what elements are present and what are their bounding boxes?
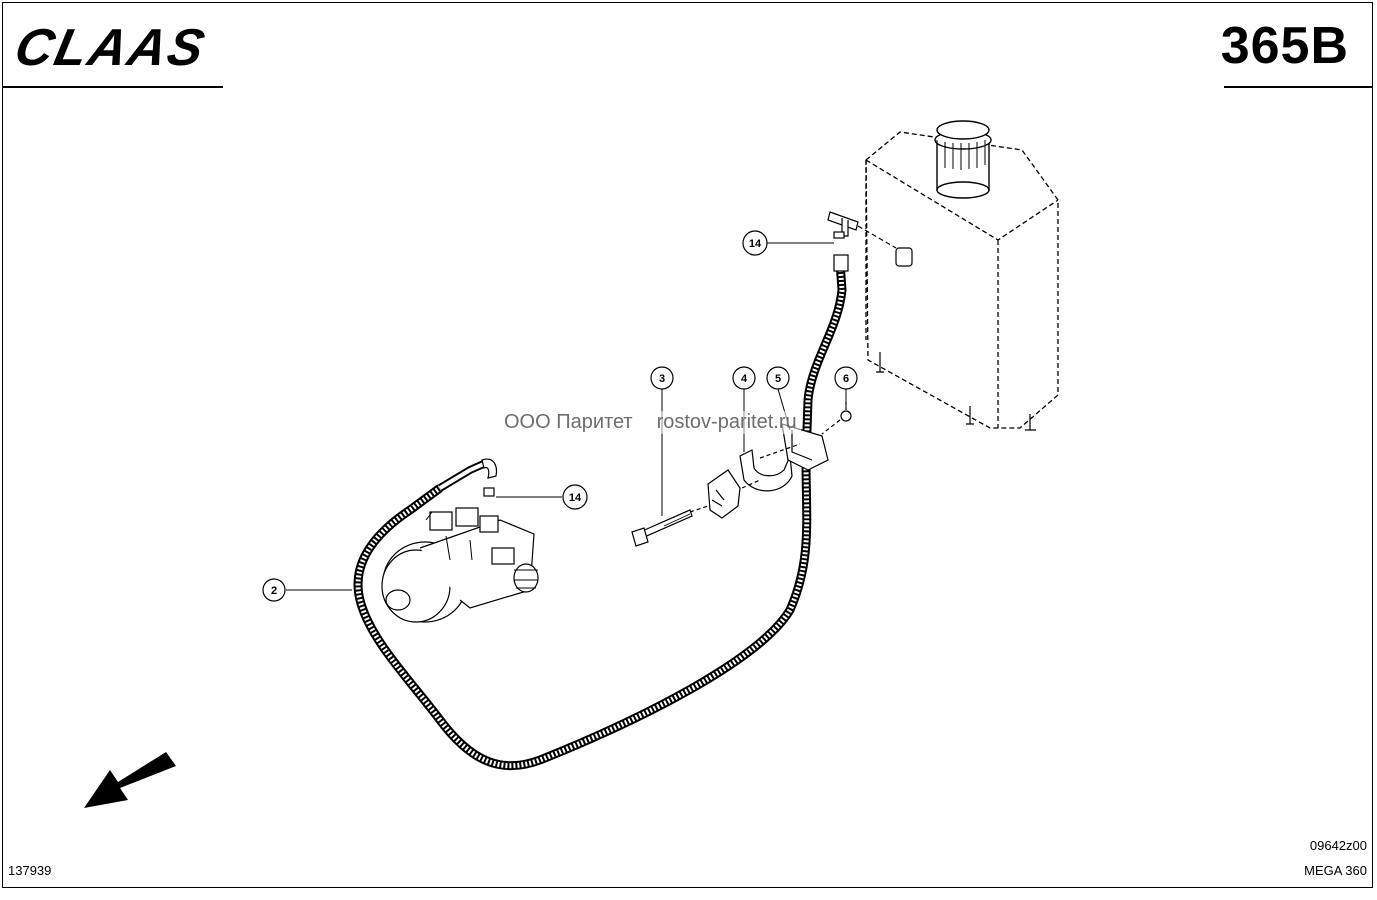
svg-text:5: 5 (775, 373, 781, 385)
steering-pump (381, 507, 539, 623)
nut (821, 402, 852, 435)
callout-4: 4 (732, 366, 756, 390)
doc-code: 09642z00 (1309, 838, 1367, 853)
callout-6: 6 (834, 366, 858, 390)
header-rule-right (1224, 86, 1373, 88)
page-number: 365B (1220, 17, 1349, 75)
watermark-site: rostov-paritet.ru (656, 411, 797, 433)
callout-5: 5 (766, 366, 790, 390)
t-fitting-top (827, 211, 897, 249)
svg-text:2: 2 (271, 585, 277, 597)
direction-arrow-icon (84, 752, 176, 808)
callout-14-top: 14 (742, 230, 768, 256)
svg-text:14: 14 (569, 492, 582, 504)
svg-text:14: 14 (749, 238, 762, 250)
svg-text:6: 6 (843, 373, 849, 385)
reservoir-tank (865, 131, 1059, 429)
bolt (631, 509, 693, 547)
callout-2: 2 (262, 578, 286, 602)
watermark-company: ООО Паритет (504, 411, 633, 433)
reservoir-cap (934, 120, 992, 199)
drawing-number: 137939 (8, 863, 52, 878)
clamp (707, 449, 793, 519)
callout-14-bottom: 14 (562, 484, 588, 510)
hose-end-fitting-bottom (481, 458, 498, 497)
model-name: MEGA 360 (1304, 863, 1367, 878)
watermark: ООО Паритет rostov-paritet.ru (500, 411, 801, 434)
reservoir-fittings (876, 247, 1036, 431)
hose-end-fitting-top (833, 254, 849, 272)
bracket (689, 423, 829, 513)
svg-text:3: 3 (659, 373, 665, 385)
callout-3: 3 (650, 366, 674, 390)
header-rule-left (2, 86, 223, 88)
svg-text:4: 4 (741, 373, 748, 385)
